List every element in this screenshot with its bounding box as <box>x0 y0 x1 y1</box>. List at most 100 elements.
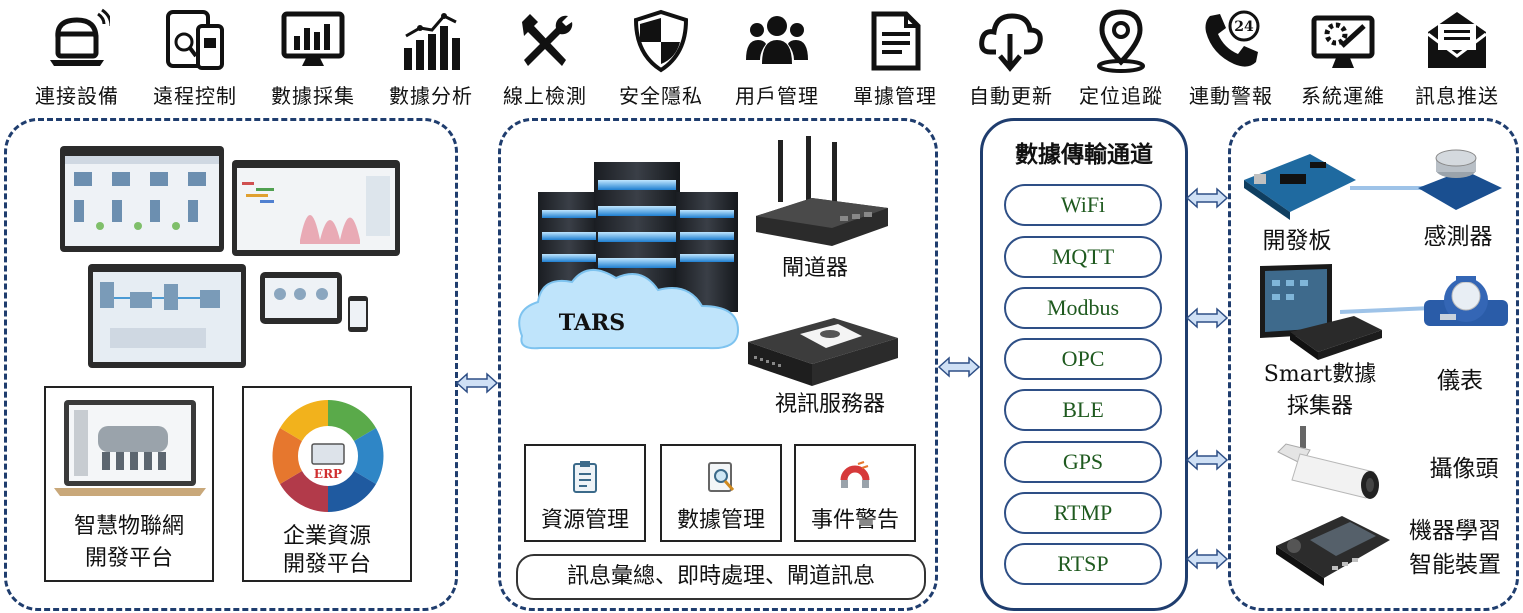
feature-label: 定位追蹤 <box>1079 84 1163 108</box>
protocol-ble: BLE <box>1004 389 1162 431</box>
remote-tablet-icon <box>166 10 224 70</box>
tars-label: TARS <box>559 310 625 336</box>
erp-platform-title-line2: 開發平台 <box>282 552 371 577</box>
protocol-modbus: Modbus <box>1004 287 1162 329</box>
water-meter-image <box>1424 276 1508 326</box>
camera-label: 攝像頭 <box>1429 456 1499 482</box>
feature-user-management: 用戶管理 <box>722 8 832 108</box>
gateway-device-image <box>756 136 888 246</box>
bidirectional-arrow-icon <box>1186 307 1228 329</box>
erp-platform-title-line1: 企業資源 <box>282 524 371 549</box>
feature-label: 訊息推送 <box>1415 84 1499 108</box>
field-device-panel <box>1228 118 1519 611</box>
location-pin-icon <box>1097 9 1145 73</box>
meter-label: 儀表 <box>1437 368 1483 394</box>
module-label: 資源管理 <box>540 508 629 533</box>
iot-platform-title-line1: 智慧物聯網 <box>73 514 184 539</box>
feature-label: 連接設備 <box>35 84 119 108</box>
feature-label: 遠程控制 <box>153 84 237 108</box>
envelope-icon <box>1427 12 1487 68</box>
feature-remote-control: 遠程控制 <box>140 8 250 108</box>
feature-label: 線上檢測 <box>503 84 587 108</box>
erp-platform-card: ERP 企業資源 開發平台 <box>242 386 412 582</box>
laptop-plant-image <box>54 400 206 496</box>
summary-text: 訊息彙總、即時處理、閘道訊息 <box>566 564 875 589</box>
monitor-chart-icon <box>281 11 345 66</box>
shield-icon <box>633 9 689 73</box>
protocol-mqtt: MQTT <box>1004 236 1162 278</box>
transport-channel-panel <box>980 118 1188 611</box>
document-search-icon <box>708 462 735 492</box>
phone-24-icon: 24 <box>1205 10 1260 67</box>
tools-icon <box>522 14 573 66</box>
clipboard-icon <box>573 461 597 493</box>
bidirectional-arrow-icon <box>1186 449 1228 471</box>
module-label: 事件警告 <box>810 508 899 533</box>
bidirectional-arrow-icon <box>1186 548 1228 570</box>
erp-badge: ERP <box>314 467 342 481</box>
protocol-gps: GPS <box>1004 441 1162 483</box>
bidirectional-arrow-icon <box>1186 187 1228 209</box>
protocol-wifi: WiFi <box>1004 184 1162 226</box>
feature-document-management: 單據管理 <box>840 8 950 108</box>
feature-label: 用戶管理 <box>735 84 819 108</box>
feature-location-tracking: 定位追蹤 <box>1066 8 1176 108</box>
video-server-device-image <box>748 318 898 386</box>
platform-panel <box>4 118 458 611</box>
module-event-warning: 事件警告 <box>794 444 916 542</box>
protocol-opc: OPC <box>1004 338 1162 380</box>
feature-label: 系統運維 <box>1301 84 1385 108</box>
feature-security-privacy: 安全隱私 <box>606 8 716 108</box>
users-icon <box>746 16 808 64</box>
feature-label: 安全隱私 <box>619 84 703 108</box>
feature-connect-devices: 連接設備 <box>22 8 132 108</box>
camera-image <box>1277 426 1379 499</box>
feature-message-push: 訊息推送 <box>1402 8 1512 108</box>
laptop-cloud-icon <box>50 8 110 66</box>
dev-board-image <box>1244 154 1356 220</box>
video-server-label: 視訊服務器 <box>774 392 885 417</box>
collector-label-line2: 採集器 <box>1286 394 1353 419</box>
feature-system-maintenance: 系統運維 <box>1288 8 1398 108</box>
ml-device-image <box>1276 516 1390 586</box>
ml-device-label-line2: 智能裝置 <box>1409 552 1501 578</box>
hmi-screens-image <box>60 146 400 368</box>
ml-device-label-line1: 機器學習 <box>1409 518 1501 544</box>
feature-auto-update: 自動更新 <box>956 8 1066 108</box>
dev-board-label: 開發板 <box>1262 228 1332 254</box>
feature-data-collection: 數據採集 <box>258 8 368 108</box>
sensor-image <box>1418 149 1502 210</box>
feature-data-analysis: 數據分析 <box>376 8 486 108</box>
module-label: 數據管理 <box>676 508 765 533</box>
module-data-management: 數據管理 <box>660 444 782 542</box>
iot-platform-card: 智慧物聯網 開發平台 <box>44 386 214 582</box>
bidirectional-arrow-icon <box>938 356 980 378</box>
summary-box: 訊息彙總、即時處理、閘道訊息 <box>516 554 926 600</box>
protocol-rtmp: RTMP <box>1004 492 1162 534</box>
sensor-label: 感測器 <box>1423 224 1493 250</box>
magnet-icon <box>840 461 870 488</box>
feature-linked-alarm: 24 連動警報 <box>1176 8 1286 108</box>
bidirectional-arrow-icon <box>456 372 498 394</box>
device-connector-lines <box>1340 186 1433 314</box>
document-icon <box>871 11 921 71</box>
svg-text:24: 24 <box>1234 19 1254 35</box>
collector-label-line1: Smart數據 <box>1263 362 1377 387</box>
module-resource-management: 資源管理 <box>524 444 646 542</box>
monitor-gear-icon <box>1311 15 1375 68</box>
erp-wheel-icon: ERP <box>272 400 384 512</box>
feature-online-inspection: 線上檢測 <box>490 8 600 108</box>
feature-label: 自動更新 <box>969 84 1053 108</box>
gateway-label: 閘道器 <box>781 256 848 281</box>
feature-label: 數據採集 <box>271 84 355 108</box>
iot-platform-title-line2: 開發平台 <box>84 546 173 571</box>
feature-label: 連動警報 <box>1189 84 1273 108</box>
feature-label: 數據分析 <box>389 84 473 108</box>
bar-analysis-icon <box>404 13 460 70</box>
transport-channel-title: 數據傳輸通道 <box>1015 141 1153 168</box>
feature-label: 單據管理 <box>853 84 937 108</box>
server-panel <box>498 118 938 611</box>
cloud-download-icon <box>979 13 1043 72</box>
protocol-rtsp: RTSP <box>1004 543 1162 585</box>
tars-server-cloud-image: TARS <box>518 162 740 350</box>
